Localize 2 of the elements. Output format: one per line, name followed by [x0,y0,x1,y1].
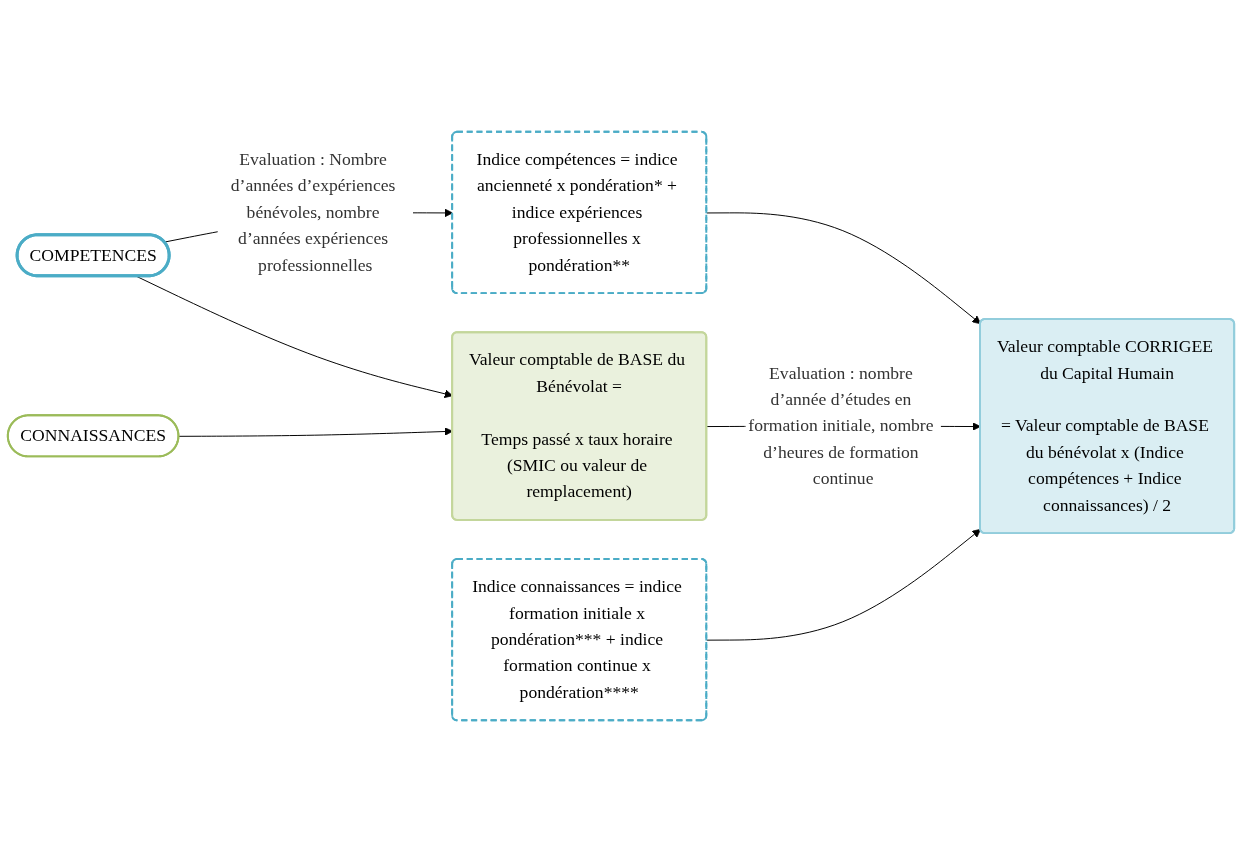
edge-label: Evaluation : Nombre d’années d’expériences bénévoles, nombre d’années expériences professionnelles [230,149,396,275]
edge-label: Evaluation : nombre d’année d’études en formation initiale, nombre d’heures de formation continue [748,362,934,489]
